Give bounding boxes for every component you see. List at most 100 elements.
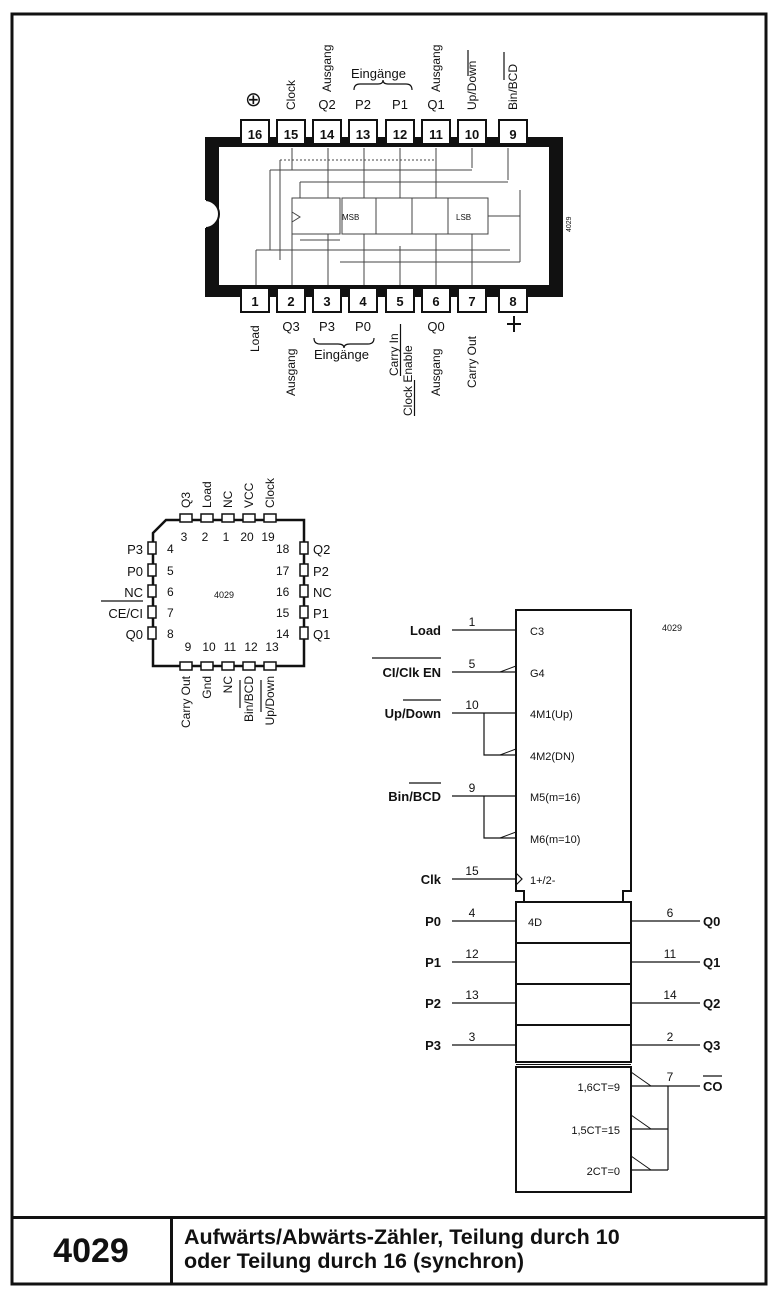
plcc-pin-name: P3 [127,542,143,557]
plcc-pin-16 [299,584,309,598]
dip-pin-label: P1 [392,97,408,112]
ground-icon [507,316,521,332]
dip-pin-16 [240,119,270,145]
plcc-pin-number: 5 [167,564,174,578]
dip-pin-14 [312,119,342,145]
plcc-pin-17 [299,563,309,577]
plcc-pin-name: P2 [313,564,329,579]
logic-carry-cell: 2CT=0 [587,1166,620,1178]
plcc-pin-name: VCC [242,482,256,508]
plcc-pin-name: NC [313,585,332,600]
negation-icon [499,831,517,839]
dip-pin-number: 14 [320,127,335,142]
logic-data-input: P1 [425,955,441,970]
logic-input-label: Load [410,623,441,638]
logic-data-input: P0 [425,914,441,929]
plcc-pin-number: 20 [240,530,254,544]
plcc-pin-name: Bin/BCD [242,676,256,722]
dip-pin-number: 9 [509,127,516,142]
dip-pin-name: Ausgang [320,45,334,92]
dip-pin-number: 8 [509,294,516,309]
plcc-pin-number: 18 [276,542,290,556]
dip-pin-number: 16 [248,127,262,142]
logic-pin-number: 5 [469,657,476,671]
plcc-pin-11 [221,661,235,671]
logic-pin-number: 11 [664,947,677,961]
chip-title: Aufwärts/Abwärts-Zähler, Teilung durch 1… [184,1225,754,1273]
plcc-pin-number: 4 [167,542,174,556]
dip-pin-number: 10 [465,127,479,142]
logic-pin-number: 7 [667,1070,674,1084]
logic-cell-label: 4D [528,917,542,929]
dip-pin-name: Load [248,325,262,352]
plcc-pin-name: Q3 [179,492,193,508]
dip-die-label: 4029 [566,216,573,232]
dip-pin-label: P0 [355,319,371,334]
plcc-pin-number: 6 [167,585,174,599]
logic-input-label: CI/Clk EN [382,665,441,680]
dip-pin-2 [276,287,306,313]
dip-pin-name: Bin/BCD [506,64,520,110]
plcc-pin-7 [147,605,157,619]
plcc-pin-number: 10 [202,640,216,654]
dip-pin-13 [348,119,378,145]
logic-cell-label: M6(m=10) [530,834,580,846]
plcc-pin-name: NC [221,676,235,694]
plcc-pin-number: 12 [244,640,258,654]
logic-cell-label: G4 [530,668,545,680]
plcc-pin-number: 7 [167,606,174,620]
logic-data-input: P3 [425,1038,441,1053]
dip-pin-11 [421,119,451,145]
logic-pin-number: 12 [465,947,479,961]
logic-cell-label: 4M1(Up) [530,709,573,721]
dip-pin-number: 12 [393,127,407,142]
chip-number: 4029 [12,1219,173,1284]
dip-pin-name: Carry Out [465,335,479,388]
dip-pin-number: 4 [359,294,367,309]
logic-input-label: Clk [421,872,442,887]
logic-pin-number: 13 [465,988,479,1002]
plcc-pin-name: CE/CI [108,606,143,621]
footer-bar: 4029 Aufwärts/Abwärts-Zähler, Teilung du… [12,1216,766,1284]
dip-pin-8 [498,287,528,313]
bottom-inputs-group-label: Eingänge [314,347,369,362]
plcc-pin-number: 17 [276,564,290,578]
dip-pin-number: 15 [284,127,298,142]
logic-data-output: Q1 [703,955,720,970]
plcc-pin-name: P0 [127,564,143,579]
plcc-pin-name: Up/Down [263,676,277,725]
plcc-pin-13 [263,661,277,671]
plcc-pin-name: Clock [263,477,277,508]
dip-pin-number: 6 [432,294,439,309]
negation-icon [499,748,517,756]
dip-pin-7 [457,287,487,313]
logic-data-input: P2 [425,996,441,1011]
logic-cell-label: 1+/2- [530,875,556,887]
plcc-pin-name: NC [221,490,235,508]
plcc-pin-8 [147,626,157,640]
plcc-pin-name: NC [124,585,143,600]
power-plus-icon: ⊕ [245,89,262,111]
plcc-pin-number: 3 [181,530,188,544]
plcc-pin-name: Load [200,481,214,508]
dip-pin-number: 13 [356,127,370,142]
logic-pin-number: 14 [663,988,677,1002]
plcc-pin-name: Q0 [126,627,143,642]
dip-pin-5 [385,287,415,313]
dip-pin-12 [385,119,415,145]
plcc-pin-number: 15 [276,606,290,620]
dip-pin-number: 11 [429,127,443,142]
dip-pin-number: 2 [287,294,294,309]
plcc-pin-number: 16 [276,585,290,599]
dip-pin-number: 5 [396,294,403,309]
logic-pin-number: 4 [469,906,476,920]
plcc-pin-number: 1 [223,530,230,544]
dip-pin-10 [457,119,487,145]
plcc-pin-5 [147,563,157,577]
dip-pin-number: 3 [323,294,330,309]
